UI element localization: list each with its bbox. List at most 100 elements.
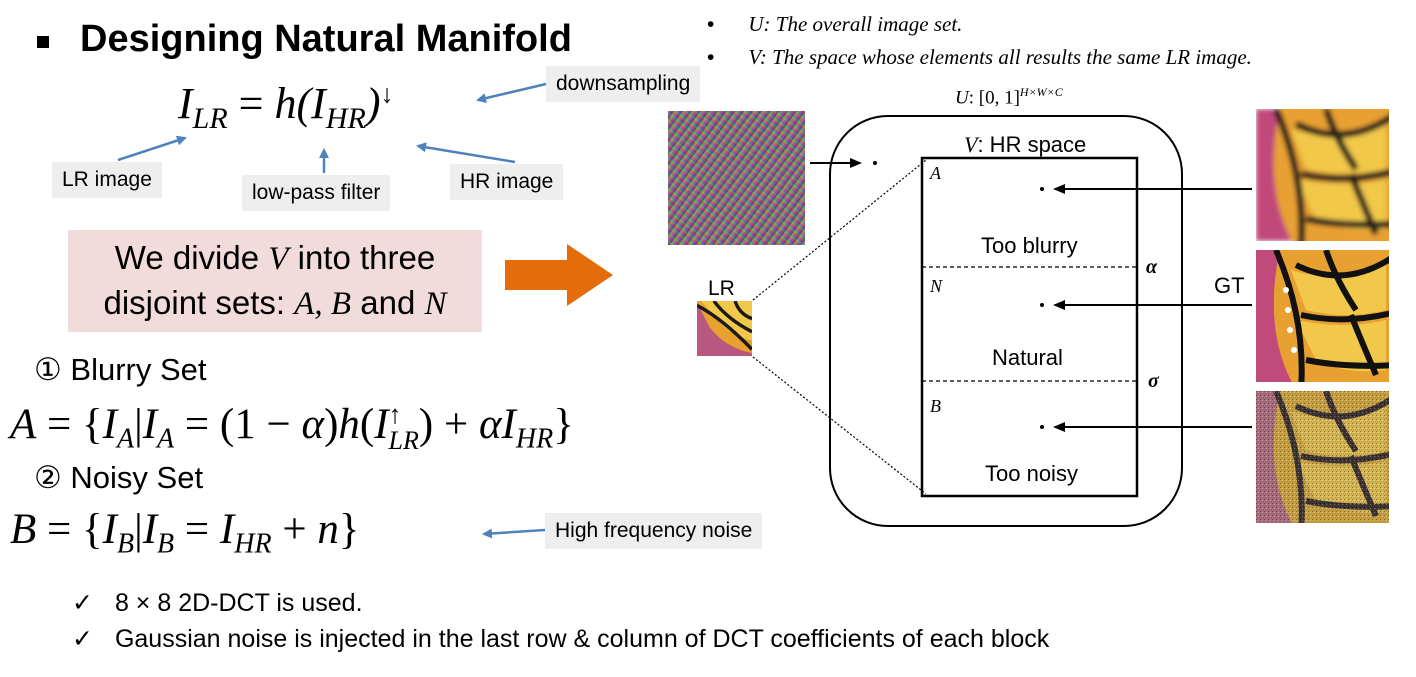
formula-a-open: (: [359, 401, 375, 448]
formula-a-eq2: = (1 −: [174, 401, 302, 448]
formula-a-aihr: αIHR: [478, 401, 554, 455]
manifold-diagram: [752, 115, 1252, 527]
formula-a-ia: IA: [102, 401, 135, 455]
u-label-sup: H×W×C: [1019, 85, 1063, 99]
formula-a-ilr: I↑LR: [374, 400, 419, 456]
callout-line1-post: into three: [288, 239, 436, 276]
eq-lhs: I: [178, 79, 193, 128]
lr-label: LR: [708, 277, 735, 300]
formula-a-close: ): [324, 401, 339, 448]
noise-arrow: [482, 528, 546, 539]
v-label-var: V: [964, 132, 978, 157]
callout-line-2: disjoint sets: A, B and N: [94, 281, 456, 326]
noisy-set-name: ② Noisy Set: [34, 460, 204, 495]
divide-callout: We divide V into three disjoint sets: A,…: [68, 230, 482, 332]
high-frequency-noise-label: High frequency noise: [545, 513, 763, 549]
too-blurry-label: Too blurry: [981, 233, 1078, 258]
bullet-icon: •: [707, 46, 715, 69]
too-noisy-label: Too noisy: [985, 461, 1078, 486]
eq-close: ): [365, 79, 381, 128]
formula-a-ia2: IA: [142, 401, 175, 455]
callout-line2-var: N: [424, 286, 447, 322]
downsampling-label: downsampling: [546, 66, 701, 102]
formula-b-eq: = {: [36, 506, 103, 553]
b-point: [1040, 425, 1044, 429]
formula-a-h: h: [338, 401, 360, 448]
region-a-label: A: [930, 163, 941, 183]
formula-b-lhs: B: [10, 506, 37, 553]
eq-downarrow: ↓: [380, 79, 394, 109]
top-note-v-text: : The space whose elements all results t…: [759, 45, 1252, 69]
lr-image-arrow: [117, 135, 187, 162]
callout-arrows: [117, 82, 547, 539]
formula-a-alpha: α: [301, 401, 325, 448]
orange-right-arrow-icon: [505, 244, 613, 306]
formula-a-lhs: A: [10, 401, 37, 448]
check-item-2: ✓ Gaussian noise is injected in the last …: [72, 624, 1049, 654]
title-bullet-icon: [37, 36, 49, 48]
top-note-u-var: U: [748, 12, 764, 36]
eq-arg-sub: HR: [325, 101, 366, 135]
u-label-var: U: [955, 87, 969, 109]
formula-b-ihr: IHR: [219, 506, 272, 560]
region-b-label: B: [930, 396, 941, 416]
lr-dotted-top: [752, 159, 927, 301]
n-point: [1040, 303, 1044, 307]
formula-b-plus: +: [271, 506, 318, 553]
noisy-set-formula: B = {IB|IB = IHR + n}: [10, 505, 359, 561]
lr-dotted-bottom: [752, 356, 927, 495]
u-space-label: U: [0, 1]H×W×C: [955, 85, 1063, 109]
u-point: [873, 161, 877, 165]
formula-a-plus: ) +: [418, 401, 479, 448]
sigma-label: σ: [1148, 370, 1159, 392]
noisy-butterfly-image: [1256, 391, 1389, 523]
top-note-v: • V: The space whose elements all results…: [707, 45, 1252, 70]
u-label-rest: : [0, 1]: [968, 87, 1020, 109]
v-space-label: V: HR space: [964, 132, 1086, 158]
natural-label: Natural: [992, 345, 1063, 370]
random-noise-image: [668, 111, 805, 245]
check-icon: ✓: [72, 589, 93, 617]
formula-b-end: }: [338, 506, 360, 553]
eq-lhs-sub: LR: [192, 101, 228, 135]
formula-a-bar: |: [134, 401, 143, 448]
top-note-v-var: V: [748, 45, 760, 69]
formula-b-eq2: =: [174, 506, 220, 553]
formula-b-ib2: IB: [142, 506, 175, 560]
top-note-u: •U: The overall image set.: [707, 12, 962, 37]
check-item-1: ✓ 8 × 8 2D-DCT is used.: [72, 588, 363, 618]
u-space-rounded-box: [829, 115, 1183, 527]
formula-b-n: n: [317, 506, 339, 553]
blurry-butterfly-image: [1256, 109, 1389, 241]
hr-image-label: HR image: [450, 164, 564, 200]
check-text-1: 8 × 8 2D-DCT is used.: [114, 589, 363, 617]
callout-line2-math: A, B: [294, 286, 352, 322]
formula-a-eq: = {: [36, 401, 103, 448]
callout-line-1: We divide V into three: [94, 236, 456, 281]
check-icon: ✓: [72, 625, 93, 653]
formula-b-bar: |: [134, 506, 143, 553]
gt-label: GT: [1214, 273, 1245, 298]
low-pass-filter-label: low-pass filter: [242, 175, 391, 211]
formula-a-end: }: [553, 401, 574, 448]
v-label-rest: : HR space: [977, 132, 1087, 157]
callout-line1-pre: We divide: [114, 239, 269, 276]
alpha-label: α: [1146, 256, 1158, 278]
eq-equals: =: [238, 79, 264, 128]
main-equation: ILR = h(IHR)↓: [178, 78, 393, 136]
a-point: [1040, 187, 1044, 191]
eq-arg: I: [311, 79, 326, 128]
callout-line2-pre: disjoint sets:: [103, 284, 295, 321]
callout-line2-mid: and: [351, 284, 425, 321]
region-n-label: N: [930, 276, 943, 296]
check-text-2: Gaussian noise is injected in the last r…: [114, 625, 1050, 653]
lr-butterfly-image: [697, 301, 752, 356]
blurry-set-name: ① Blurry Set: [34, 352, 207, 387]
slide-title: Designing Natural Manifold: [80, 18, 572, 60]
eq-h: h(: [274, 79, 312, 128]
hr-image-arrow: [416, 142, 516, 164]
blurry-set-formula: A = {IA|IA = (1 − α)h(I↑LR) + αIHR}: [10, 400, 574, 456]
top-note-u-text: : The overall image set.: [763, 12, 963, 36]
callout-line1-var: V: [268, 241, 289, 277]
v-space-box: [920, 156, 1139, 498]
